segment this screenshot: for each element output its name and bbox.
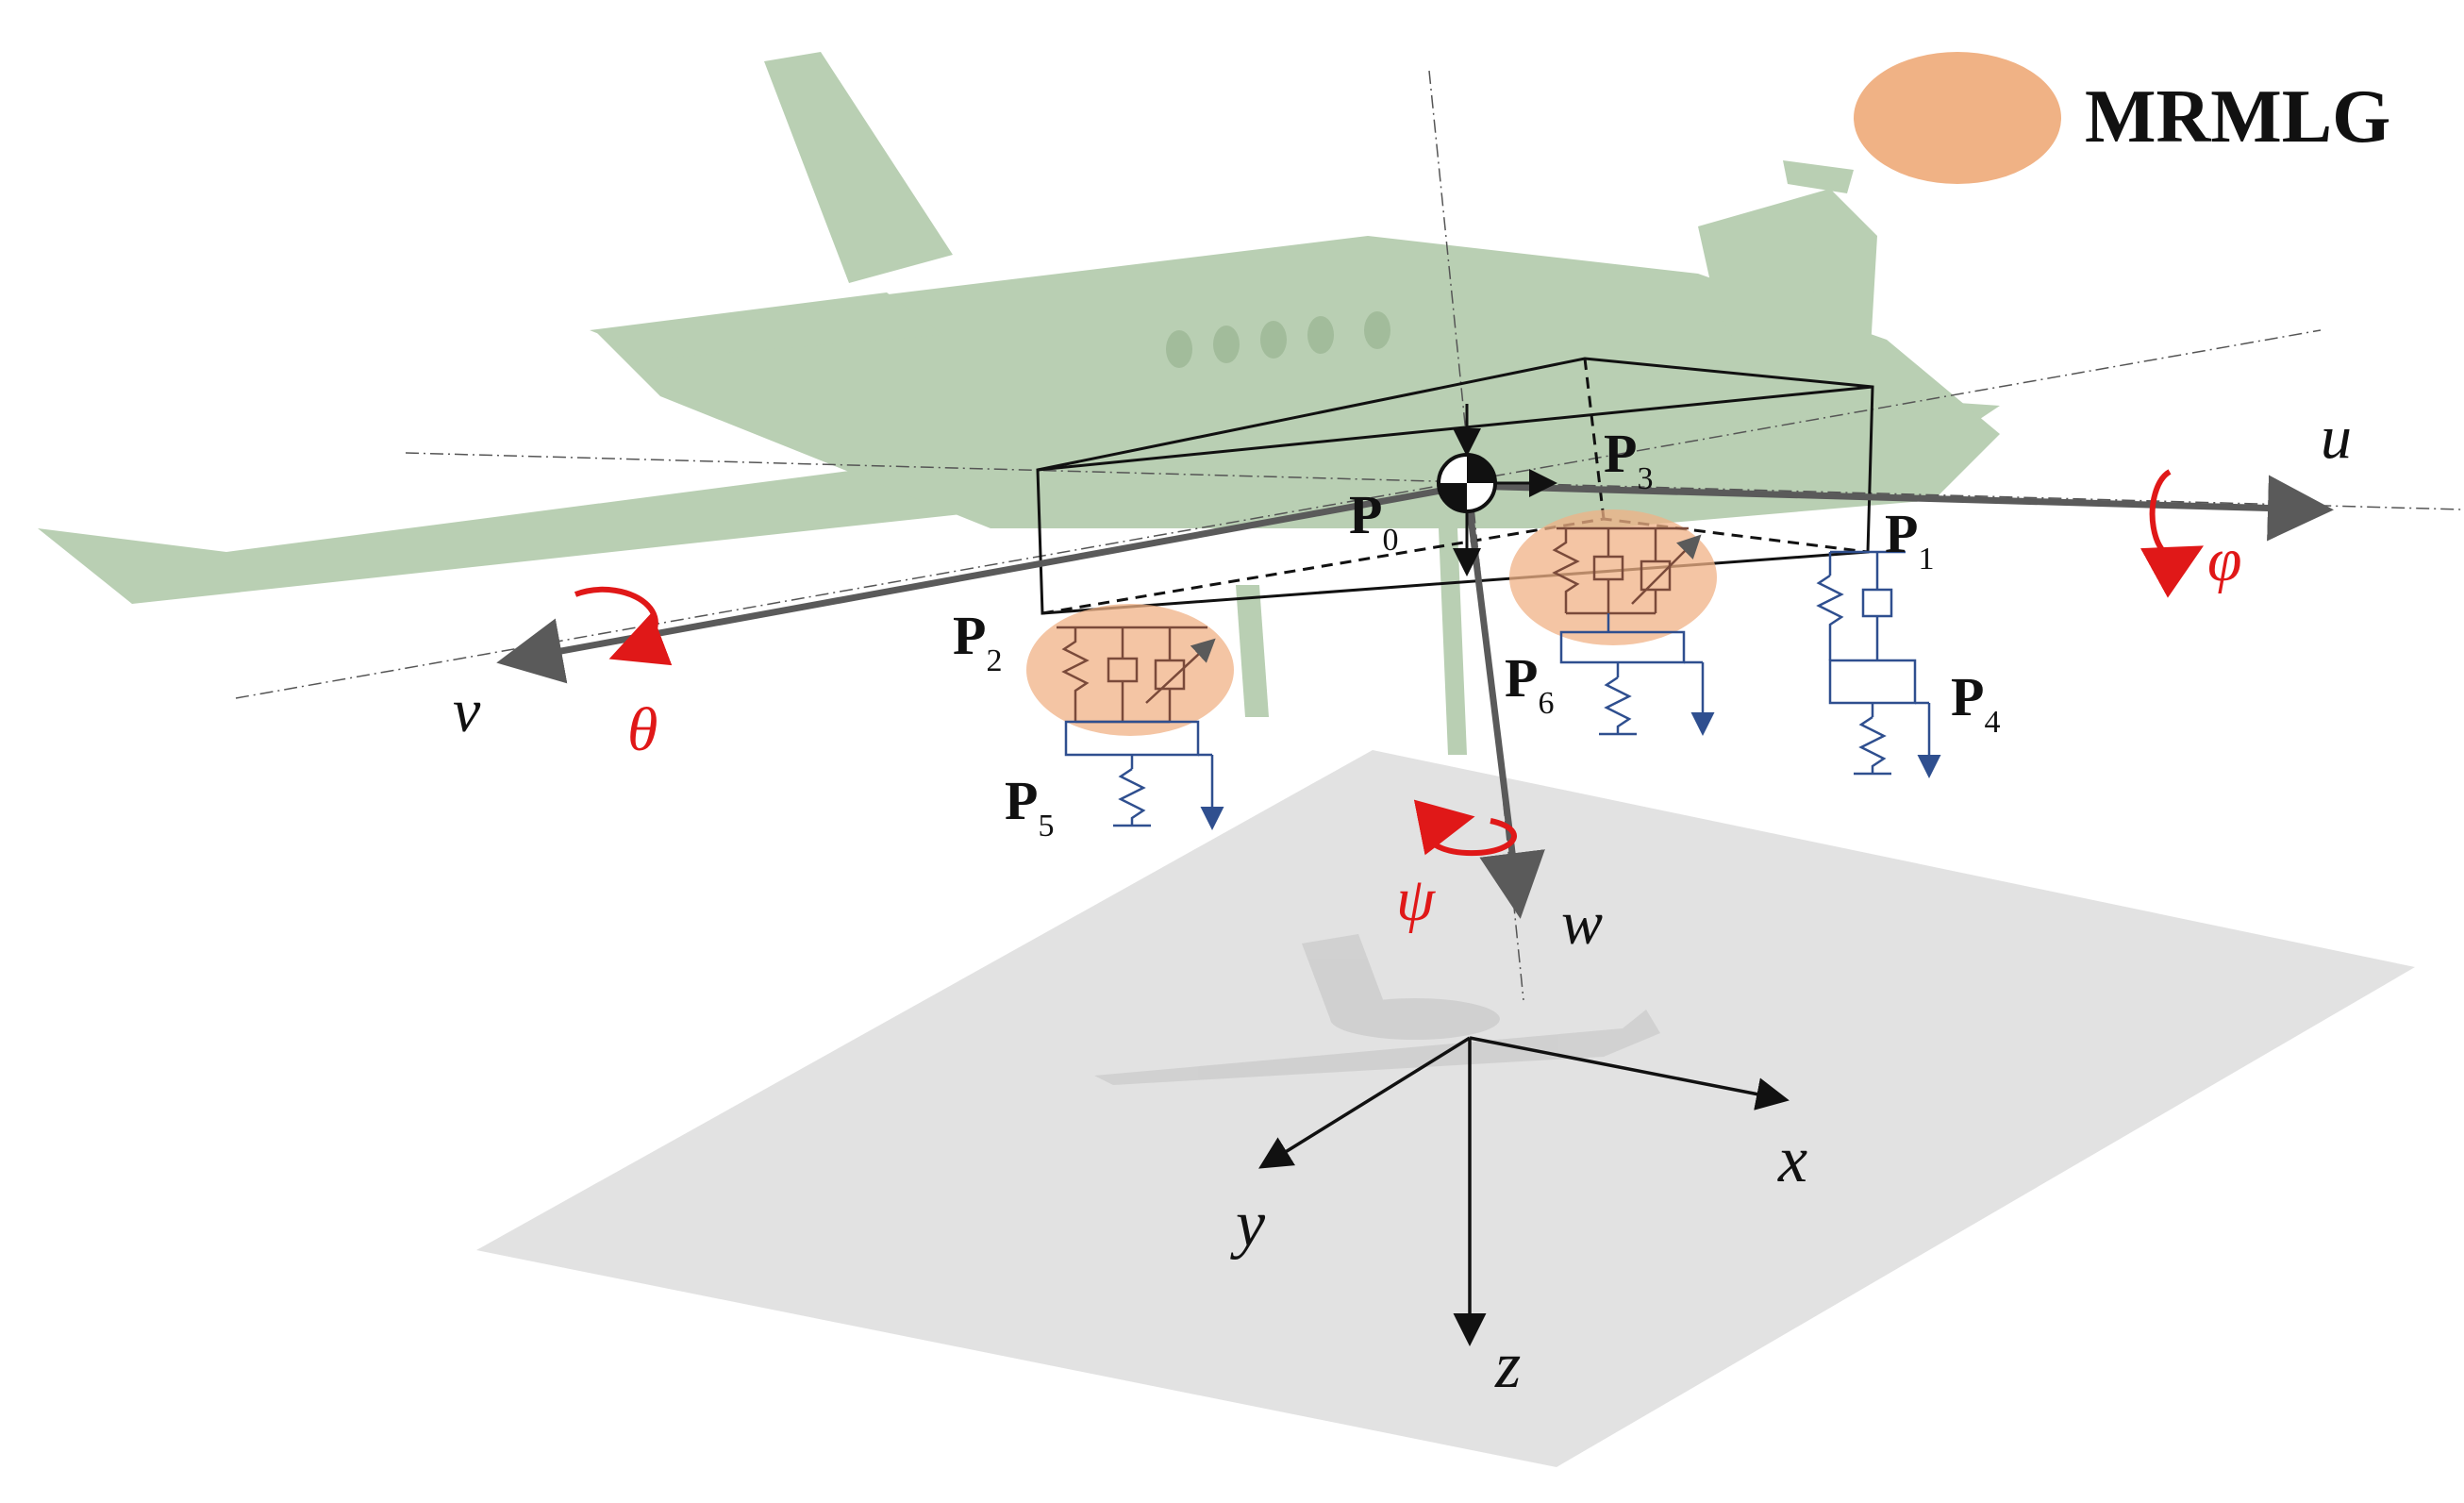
legend-label: MRMLG — [2085, 75, 2390, 159]
label-p6: P6 — [1505, 647, 1554, 721]
label-p0: P0 — [1349, 484, 1398, 558]
label-v-axis: v — [453, 676, 481, 745]
mrmlg-highlight-left — [1026, 604, 1234, 736]
label-p2: P2 — [953, 605, 1002, 678]
legend-swatch — [1854, 52, 2061, 184]
label-p3: P3 — [1604, 423, 1653, 496]
ground-plane — [476, 750, 2415, 1467]
suspension-left — [1057, 626, 1224, 830]
x-axis-line — [1469, 1036, 1790, 1111]
aircraft-silhouette — [38, 52, 2000, 755]
phi-rotation-arrow — [2140, 469, 2205, 598]
theta-rotation-arrow — [574, 586, 673, 666]
cabin-windows — [1166, 311, 1390, 368]
mrmlg-highlight-right — [1509, 509, 1717, 645]
psi-rotation-arrow — [1413, 799, 1517, 857]
rotation-arrows — [574, 469, 2205, 857]
label-z-axis: z — [1494, 1329, 1521, 1402]
suspension-nose — [1816, 550, 1941, 778]
u-axis-line — [1466, 475, 2334, 542]
label-u-axis: u — [2321, 403, 2352, 472]
label-p5: P5 — [1005, 770, 1054, 843]
label-theta: θ — [627, 695, 658, 764]
label-p1: P1 — [1885, 503, 1934, 576]
suspension-right — [1552, 526, 1715, 736]
y-axis-line — [1258, 1036, 1471, 1169]
label-w-axis: w — [1561, 889, 1603, 958]
center-of-gravity-symbol — [1437, 453, 1497, 513]
label-psi: ψ — [1396, 865, 1436, 934]
ground-axes — [1258, 1036, 1790, 1346]
label-y-axis: y — [1230, 1188, 1266, 1261]
label-x-axis: x — [1777, 1124, 1807, 1196]
label-phi: φ — [2207, 526, 2242, 594]
label-p4: P4 — [1951, 666, 2000, 740]
aircraft-shadow — [1094, 934, 1660, 1085]
